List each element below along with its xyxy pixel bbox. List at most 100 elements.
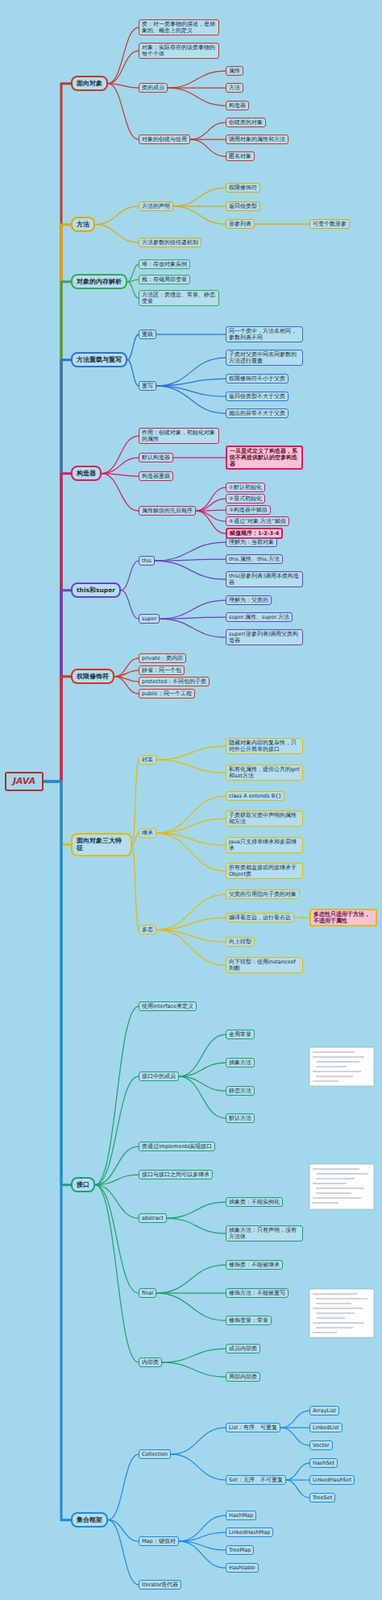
branch-connector (43, 781, 71, 846)
subtopic-box: 全局常量 (225, 1029, 255, 1040)
node-text: 局部内部类 (228, 1374, 258, 1381)
node-text: 修饰方法：不能被重写 (228, 1290, 286, 1297)
node-text: 一旦显式定义了构造器，系统不再提供默认的空参构造器 (229, 448, 299, 468)
branch-connector (132, 833, 139, 845)
branch-connector (170, 1454, 226, 1481)
node-text: protected：不同包的子类 (141, 678, 207, 686)
node-text: public：同一个工程 (141, 690, 192, 698)
node-text: ④通过“对象.方法”赋值 (228, 518, 287, 525)
subtopic-box: class A extends B{} (225, 791, 285, 802)
subtopic-box: 缺省：同一个包 (138, 665, 185, 676)
node-text: 对象的创建与使用 (141, 136, 187, 143)
subtopic-box: 堆：存放对象实例 (138, 259, 191, 270)
subtopic-box: 方法 (225, 83, 244, 93)
node-text: 抛出的异常不大于父类 (228, 410, 286, 417)
subtopic-box: this(形参列表)调用本类构造器 (225, 571, 304, 588)
branch-connector (159, 618, 226, 638)
subtopic-box: ①默认初始化 (225, 482, 266, 493)
note-box: 一旦显式定义了构造器，系统不再提供默认的空参构造器 (225, 445, 304, 470)
branch-connector (132, 844, 139, 931)
subtopic-box: 多态 (138, 925, 157, 935)
subtopic-box: 类通过implements实现接口 (138, 1141, 216, 1152)
node-text: 全局常量 (228, 1031, 252, 1039)
node-text: 匿名对象 (228, 153, 252, 160)
node-text: 静态方法 (228, 1087, 252, 1095)
subtopic-box: 权限修饰符 (225, 182, 261, 193)
branch-topic: 方法重载与重写 (70, 352, 128, 368)
subtopic-box: 属性 (225, 66, 244, 76)
subtopic-box: 修饰方法：不能被重写 (225, 1288, 289, 1299)
node-text: 返回值类型 (228, 203, 258, 210)
node-text: 重写 (141, 382, 154, 390)
branch-connector (154, 560, 226, 580)
subtopic-box: 静态方法 (225, 1086, 255, 1097)
branch-topic: 权限修饰符 (70, 668, 115, 685)
node-text: 调用对象的属性和方法 (228, 136, 286, 143)
subtopic-box: 可变个数形参 (309, 219, 350, 229)
subtopic-box: TreeMap (225, 1545, 254, 1556)
subtopic-box: Set：无序、不可重复 (225, 1475, 287, 1486)
node-text: super (141, 615, 157, 623)
branch-connector (166, 1218, 226, 1234)
branch-topic: 集合框架 (70, 1512, 108, 1528)
branch-connector (156, 333, 226, 335)
subtopic-box: ④通过“对象.方法”赋值 (225, 516, 290, 527)
node-text: 接口 (76, 1181, 90, 1189)
node-text: 抽象方法：只有声明，没有方法体 (228, 1227, 300, 1241)
node-text: 封装 (141, 756, 154, 764)
node-text: 可变个数形参 (312, 220, 347, 228)
branch-connector (156, 930, 226, 943)
node-text: super(形参列表)调用父类构造器 (228, 631, 300, 644)
branch-connector (167, 87, 226, 106)
node-text: 向上转型 (228, 938, 252, 946)
subtopic-box: final (138, 1288, 157, 1299)
subtopic-box: ArrayList (309, 1406, 340, 1416)
branch-connector (286, 1480, 310, 1499)
subtopic-box: 重载 (138, 329, 157, 340)
branch-connector (178, 1532, 226, 1542)
subtopic-box: 修饰类：不能被继承 (225, 1260, 283, 1271)
subtopic-box: 栈：存储局部变量 (138, 274, 191, 285)
subtopic-box: 重写 (138, 381, 157, 391)
node-text: 接口与接口之间可以多继承 (141, 1171, 210, 1179)
branch-connector (195, 510, 226, 534)
subtopic-box: 类：对一类事物的描述，是抽象的、概念上的定义 (138, 19, 220, 36)
branch-connector (114, 658, 139, 677)
subtopic-box: super (138, 614, 160, 624)
subtopic-box: 子类对父类中同名同参数的方法进行覆盖 (225, 349, 304, 366)
branch-connector (159, 600, 226, 619)
subtopic-box: 返回值类型不大于父类 (225, 391, 289, 402)
node-text: 属性 (228, 67, 241, 75)
subtopic-box: LinkedHashSet (309, 1475, 355, 1486)
subtopic-box: 方法参数的值传递机制 (138, 237, 202, 248)
branch-connector (95, 1006, 139, 1186)
node-text: this(形参列表)调用本类构造器 (228, 573, 300, 586)
node-text: final (141, 1290, 154, 1297)
subtopic-box: 调用对象的属性和方法 (225, 134, 289, 145)
subtopic-box: 对象的创建与使用 (138, 134, 191, 145)
node-text: 类通过implements实现接口 (141, 1143, 212, 1151)
subtopic-box: abstract (138, 1213, 167, 1224)
node-text: this和super (76, 586, 116, 594)
node-text: 集合框架 (76, 1516, 103, 1524)
branch-connector (95, 1185, 139, 1363)
subtopic-box: Collection (138, 1449, 171, 1460)
branch-connector (95, 1185, 139, 1219)
node-text: 堆：存放对象实例 (141, 261, 187, 268)
node-text: 形参列表 (228, 220, 252, 228)
branch-connector (178, 1062, 226, 1077)
node-text: LinkedHashSet (312, 1477, 352, 1484)
subtopic-box: 接口与接口之间可以多继承 (138, 1170, 213, 1180)
node-text: 同一个类中，方法名相同，参数列表不同 (228, 328, 300, 341)
subtopic-box: 继承 (138, 828, 157, 839)
subtopic-box: 构造器 (225, 100, 250, 111)
node-text: abstract (141, 1215, 164, 1222)
branch-connector (190, 122, 226, 140)
node-text: 父类的引用指向子类的对象 (228, 891, 297, 898)
node-text: Vector (312, 1442, 330, 1450)
node-text: 权限修饰符不小于父类 (228, 375, 286, 382)
branch-connector (178, 1515, 226, 1542)
branch-connector (156, 1292, 226, 1294)
branch-connector (95, 1175, 139, 1186)
branch-connector (95, 1146, 139, 1186)
